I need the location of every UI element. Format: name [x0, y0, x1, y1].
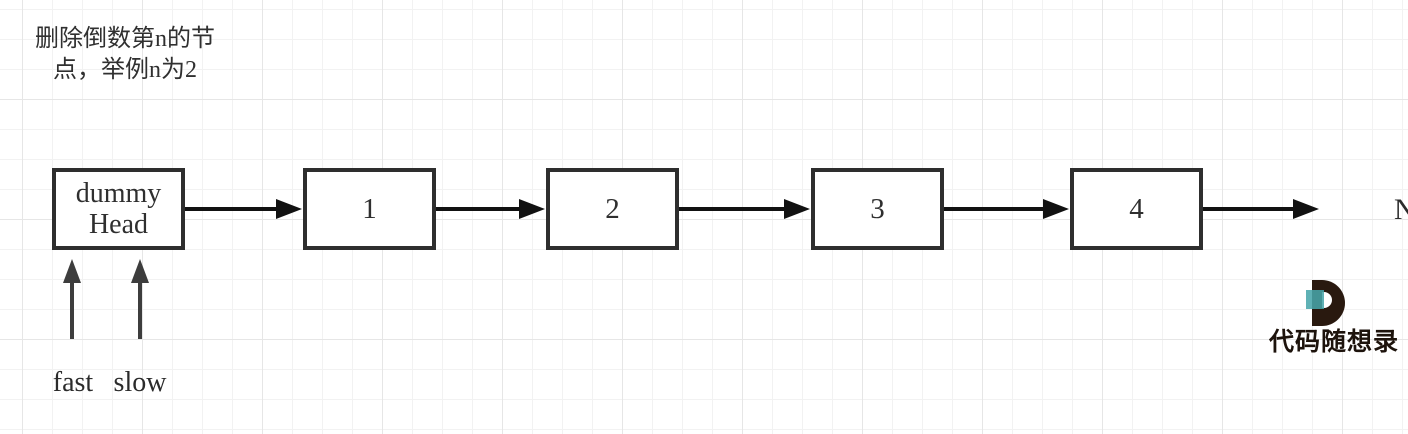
next-arrow-icon-4-to-null: [1203, 199, 1319, 219]
next-arrow-icon-3-to-4: [944, 199, 1069, 219]
node-1: 1: [303, 168, 436, 250]
next-arrow-icon-dummy-to-1: [185, 199, 302, 219]
node-2-value: 2: [605, 192, 620, 225]
node-3: 3: [811, 168, 944, 250]
dummy-head-line-2: Head: [88, 209, 149, 240]
null-label: N: [1394, 193, 1408, 226]
title-line-2: 点，举例n为2: [53, 57, 197, 83]
next-arrow-icon-2-to-3: [679, 199, 810, 219]
title-line-1: 删除倒数第n的节: [35, 26, 215, 52]
node-2: 2: [546, 168, 679, 250]
node-3-value: 3: [870, 192, 885, 225]
node-4: 4: [1070, 168, 1203, 250]
next-arrow-icon-1-to-2: [436, 199, 545, 219]
logo-text: 代码随想录: [1268, 329, 1399, 356]
logo-d-icon: [1306, 279, 1346, 326]
slow-pointer-label: slow: [113, 367, 167, 398]
slow-up-arrow-icon: [131, 259, 149, 339]
fast-up-arrow-icon: [63, 259, 81, 339]
node-1-value: 1: [362, 192, 377, 225]
logo-d-teal-square: [1306, 290, 1324, 309]
dummy-head-line-1: dummy: [75, 178, 162, 209]
node-dummy-head: dummy Head: [52, 168, 185, 250]
diagram-title: 删除倒数第n的节 点，举例n为2: [18, 24, 232, 86]
logo-d-counter: [1322, 292, 1332, 308]
fast-pointer-label: fast: [52, 367, 94, 398]
node-4-value: 4: [1129, 192, 1144, 225]
